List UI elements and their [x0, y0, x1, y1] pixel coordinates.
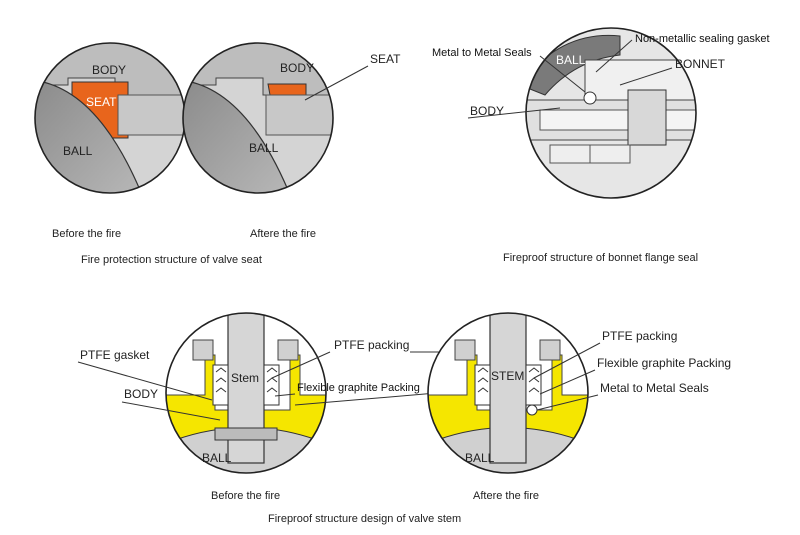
stem-after-stem-label: STEM — [491, 369, 524, 383]
bonnet-body-leader — [467, 107, 561, 119]
stem-before-graphite-ext — [294, 391, 449, 406]
bonnet-gasket-label: Non-metallic sealing gasket — [635, 33, 770, 45]
stem-after-ball-label: BALL — [465, 451, 495, 465]
seat-after-body-label: BODY — [280, 61, 314, 75]
bonnet-bonnet-label: BONNET — [675, 57, 726, 71]
seat-before-caption: Before the fire — [52, 228, 121, 240]
seat-after-seat-leader — [304, 65, 369, 101]
ptfe-gasket-label: PTFE gasket — [80, 348, 150, 362]
stem-after-graphite-leader — [539, 369, 596, 395]
stem-before-body-label: BODY — [124, 387, 158, 401]
seat-before-circle — [34, 42, 186, 194]
stem-after-metal-seals-leader — [536, 394, 599, 411]
stem-after-metal-seals-label: Metal to Metal Seals — [600, 381, 709, 395]
stem-panel-title: Fireproof structure design of valve stem — [268, 513, 461, 525]
seat-before-ball-label: BALL — [63, 144, 93, 158]
bonnet-bonnet-leader — [619, 67, 673, 86]
seat-before-seat-label: SEAT — [86, 95, 117, 109]
seat-after-caption: Aftere the fire — [250, 228, 316, 240]
seat-after-ball-label: BALL — [249, 141, 279, 155]
stem-before-caption: Before the fire — [211, 490, 280, 502]
bonnet-circle — [525, 27, 697, 199]
seat-after-circle — [182, 42, 334, 194]
stem-after-ptfe-packing-leader — [533, 342, 601, 379]
bonnet-metal-seals-label: Metal to Metal Seals — [432, 47, 532, 59]
stem-before-circle — [165, 312, 327, 474]
stem-before-stem-label: Stem — [231, 371, 259, 385]
stem-before-graphite-leader — [274, 393, 296, 397]
seat-after-seat-label: SEAT — [370, 52, 401, 66]
stem-after-graphite-label: Flexible graphite Packing — [597, 356, 731, 370]
stem-before-ptfe-packing-leader — [271, 351, 331, 379]
seat-before-body-label: BODY — [92, 63, 126, 77]
bonnet-body-label: BODY — [470, 104, 504, 118]
bonnet-gasket-leader — [595, 39, 633, 73]
stem-after-caption: Aftere the fire — [473, 490, 539, 502]
stem-after-circle — [427, 312, 589, 474]
stem-before-body-leader — [121, 401, 221, 421]
bonnet-metal-seals-leader — [539, 55, 586, 93]
stem-before-ball-label: BALL — [202, 451, 232, 465]
stem-before-graphite-label: Flexible graphite Packing — [297, 382, 420, 394]
bonnet-panel-title: Fireproof structure of bonnet flange sea… — [503, 252, 698, 264]
stem-after-ptfe-packing-label: PTFE packing — [602, 329, 677, 343]
stem-before-ptfe-packing-label: PTFE packing — [334, 338, 409, 352]
ptfe-gasket-leader — [77, 361, 213, 401]
seat-panel-title: Fire protection structure of valve seat — [81, 254, 262, 266]
bonnet-ball-label: BALL — [556, 53, 586, 67]
